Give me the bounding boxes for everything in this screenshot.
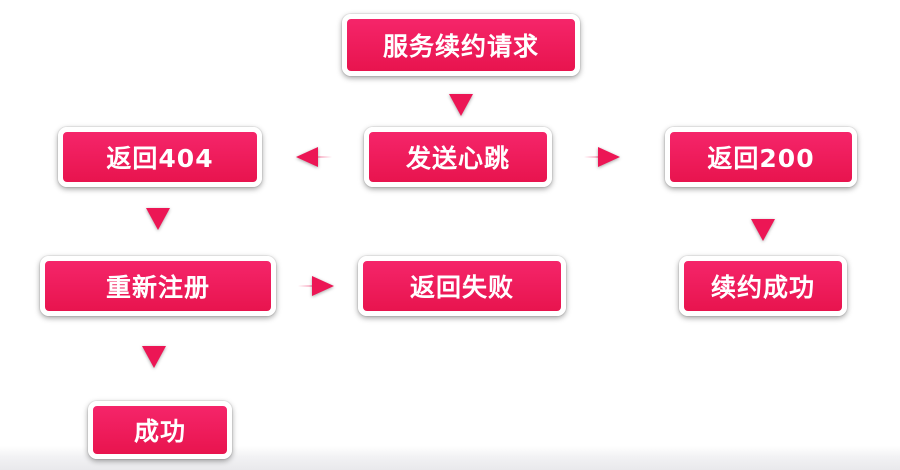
arrow-right-to-fail (312, 276, 334, 296)
node-return-200: 返回200 (665, 127, 857, 187)
node-success: 成功 (88, 401, 232, 459)
node-renew-success: 续约成功 (679, 256, 847, 316)
arrow-left-to-404 (296, 147, 318, 167)
node-renew-request: 服务续约请求 (342, 14, 580, 76)
arrow-left-tail (318, 156, 332, 158)
node-return-200-label: 返回200 (707, 144, 815, 173)
node-re-register: 重新注册 (40, 256, 276, 316)
node-return-404: 返回404 (58, 127, 262, 187)
node-success-label: 成功 (133, 417, 186, 446)
node-re-register-label: 重新注册 (105, 273, 210, 302)
node-send-heartbeat: 发送心跳 (364, 127, 552, 187)
node-send-heartbeat-label: 发送心跳 (405, 144, 510, 173)
arrow-right-tail (584, 156, 598, 158)
arrow-down-to-reregister (146, 208, 170, 230)
node-return-fail: 返回失败 (358, 256, 566, 316)
node-renew-success-label: 续约成功 (710, 273, 815, 302)
node-return-404-label: 返回404 (106, 144, 214, 173)
node-return-fail-label: 返回失败 (409, 273, 514, 302)
arrow-down-to-heartbeat (449, 94, 473, 116)
arrow-down-to-renew-success (751, 219, 775, 241)
arrow-right-tail-2 (298, 285, 312, 287)
arrow-right-to-200 (598, 147, 620, 167)
arrow-down-to-success (142, 346, 166, 368)
node-renew-request-label: 服务续约请求 (382, 32, 539, 61)
